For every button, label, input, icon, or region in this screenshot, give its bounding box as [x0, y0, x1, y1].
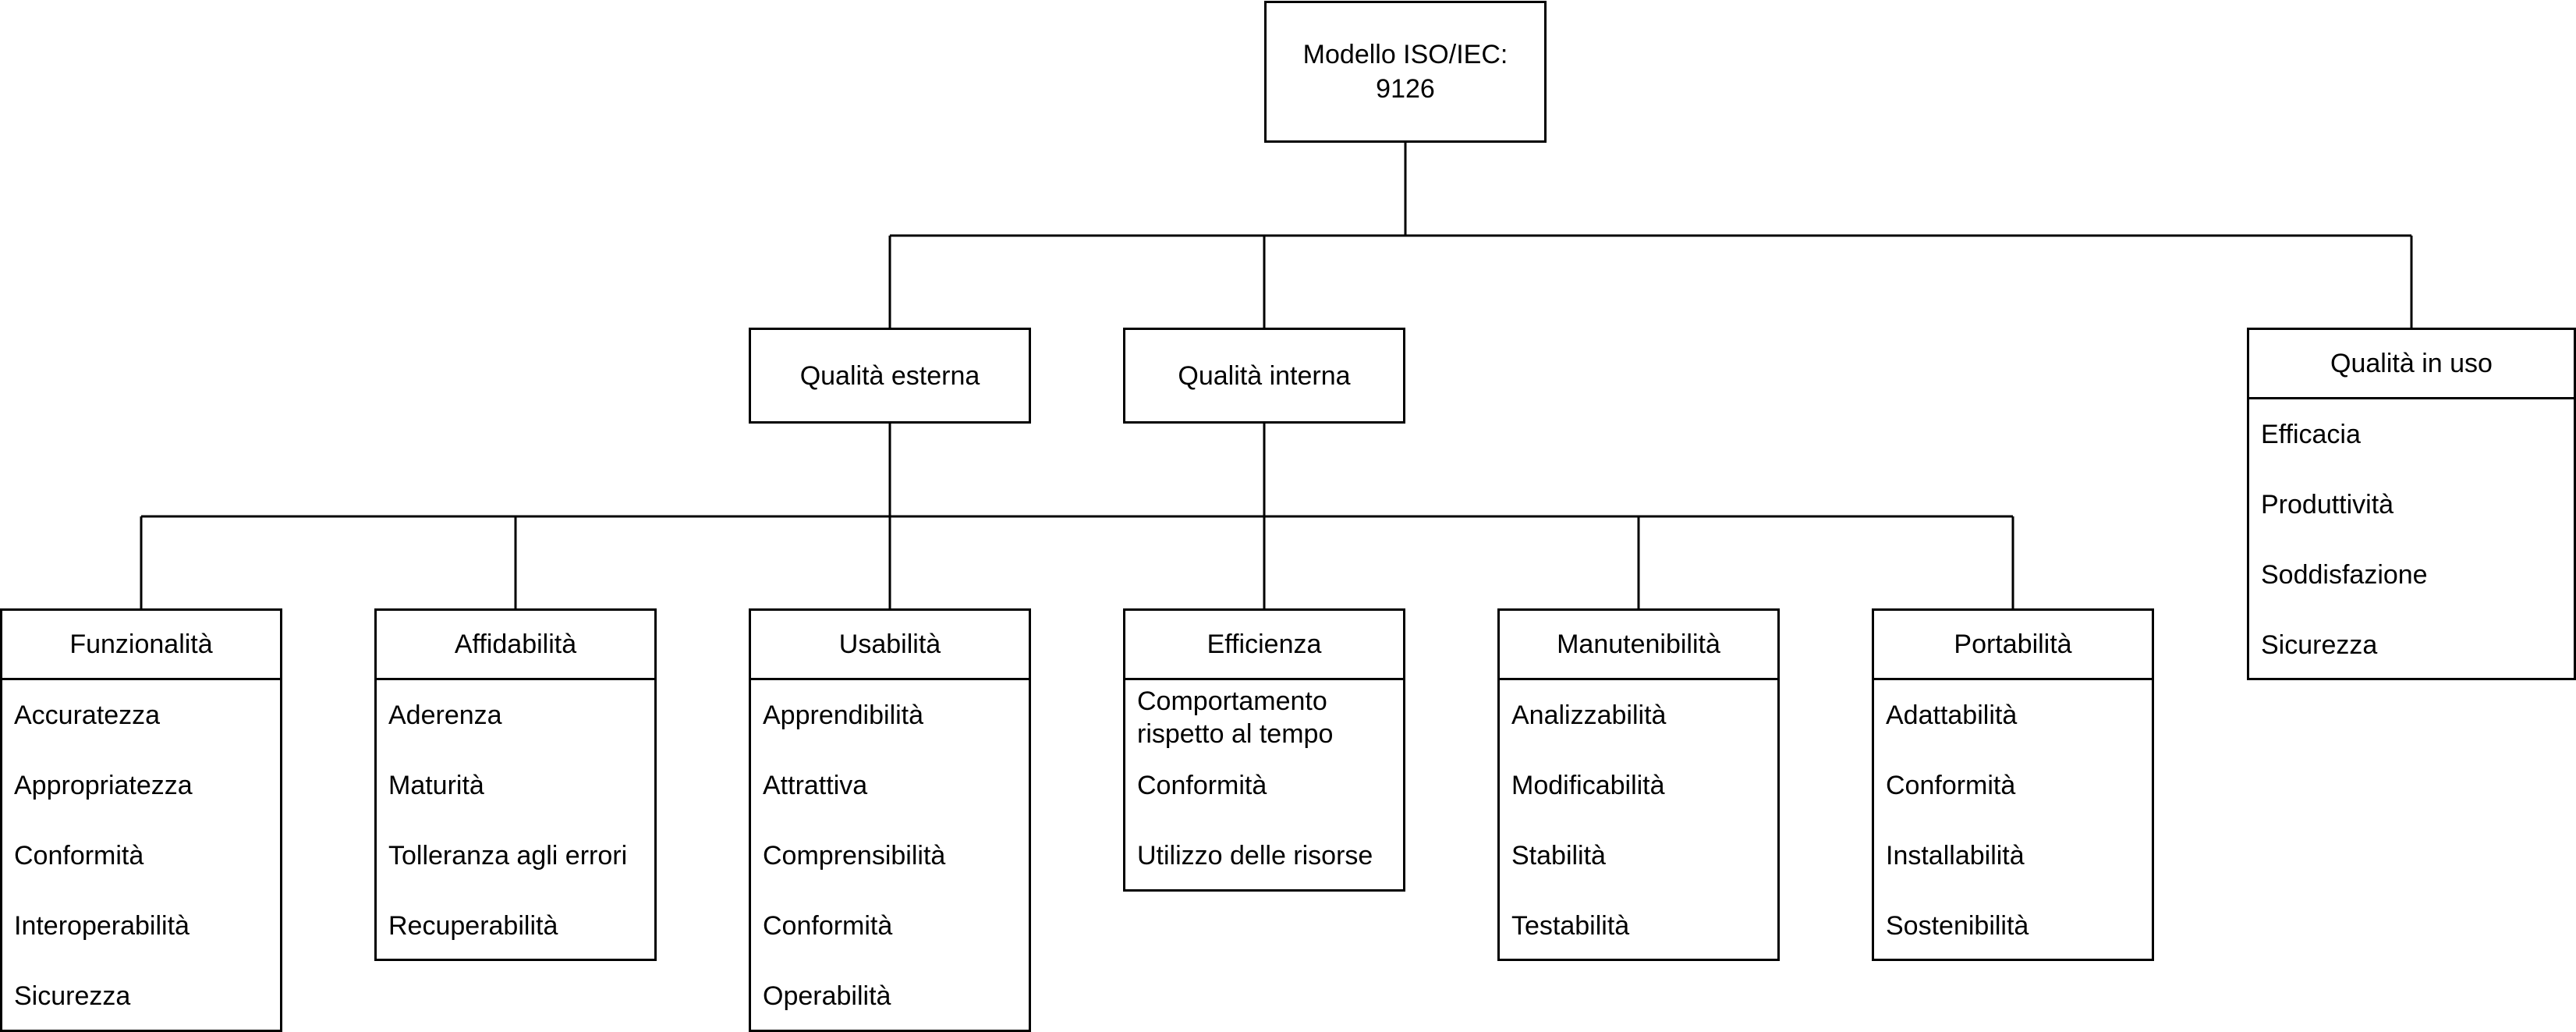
list-item: Appropriatezza [14, 770, 193, 800]
list-item: Modificabilità [1511, 770, 1665, 800]
list-item: Sostenibilità [1886, 910, 2029, 941]
list-item: Installabilità [1886, 840, 2025, 871]
efficienza-title: Efficienza [1125, 611, 1403, 680]
list-item: Sicurezza [2261, 629, 2378, 660]
list-item: Maturità [388, 770, 484, 800]
list-item: Testabilità [1511, 910, 1630, 941]
list-item: Tolleranza agli errori [388, 840, 628, 871]
node-funzionalita: Funzionalità Accuratezza Appropriatezza … [0, 608, 282, 1032]
list-item: Conformità [14, 840, 144, 871]
affidabilita-title: Affidabilità [377, 611, 654, 680]
list-item: Analizzabilità [1511, 700, 1667, 730]
node-portabilita: Portabilità Adattabilità Conformità Inst… [1872, 608, 2154, 961]
list-item: Produttività [2261, 489, 2394, 520]
list-item: Soddisfazione [2261, 559, 2428, 590]
list-item: Conformità [763, 910, 893, 941]
manutenibilita-title: Manutenibilità [1500, 611, 1777, 680]
list-item: Attrattiva [763, 770, 868, 800]
node-manutenibilita: Manutenibilità Analizzabilità Modificabi… [1497, 608, 1780, 961]
root-label: Modello ISO/IEC: 9126 [1302, 40, 1508, 104]
node-qualita-in-uso: Qualità in uso Efficacia Produttività So… [2247, 328, 2576, 680]
list-item: Efficacia [2261, 419, 2361, 449]
list-item: Aderenza [388, 700, 502, 730]
list-item: Stabilità [1511, 840, 1606, 871]
node-qualita-esterna: Qualità esterna [749, 328, 1031, 424]
funzionalita-title: Funzionalità [2, 611, 280, 680]
list-item: Accuratezza [14, 700, 161, 730]
portabilita-title: Portabilità [1874, 611, 2152, 680]
list-item: Conformità [1137, 770, 1267, 800]
node-usabilita: Usabilità Apprendibilità Attrattiva Comp… [749, 608, 1031, 1032]
list-item: Comprensibilità [763, 840, 946, 871]
list-item: Utilizzo delle risorse [1137, 840, 1373, 871]
qualita-esterna-label: Qualità esterna [799, 360, 980, 391]
node-efficienza: Efficienza Comportamento rispetto al tem… [1123, 608, 1405, 892]
qualita-in-uso-title: Qualità in uso [2249, 330, 2574, 399]
list-item: Sicurezza [14, 981, 131, 1011]
root-node: Modello ISO/IEC: 9126 [1264, 1, 1547, 143]
node-affidabilita: Affidabilità Aderenza Maturità Tolleranz… [374, 608, 657, 961]
list-item: Recuperabilità [388, 910, 558, 941]
list-item: Comportamento rispetto al tempo [1137, 686, 1334, 749]
usabilita-title: Usabilità [751, 611, 1029, 680]
list-item: Conformità [1886, 770, 2016, 800]
node-qualita-interna: Qualità interna [1123, 328, 1405, 424]
list-item: Interoperabilità [14, 910, 190, 941]
list-item: Apprendibilità [763, 700, 924, 730]
list-item: Operabilità [763, 981, 891, 1011]
qualita-interna-label: Qualità interna [1178, 360, 1351, 391]
list-item: Adattabilità [1886, 700, 2018, 730]
